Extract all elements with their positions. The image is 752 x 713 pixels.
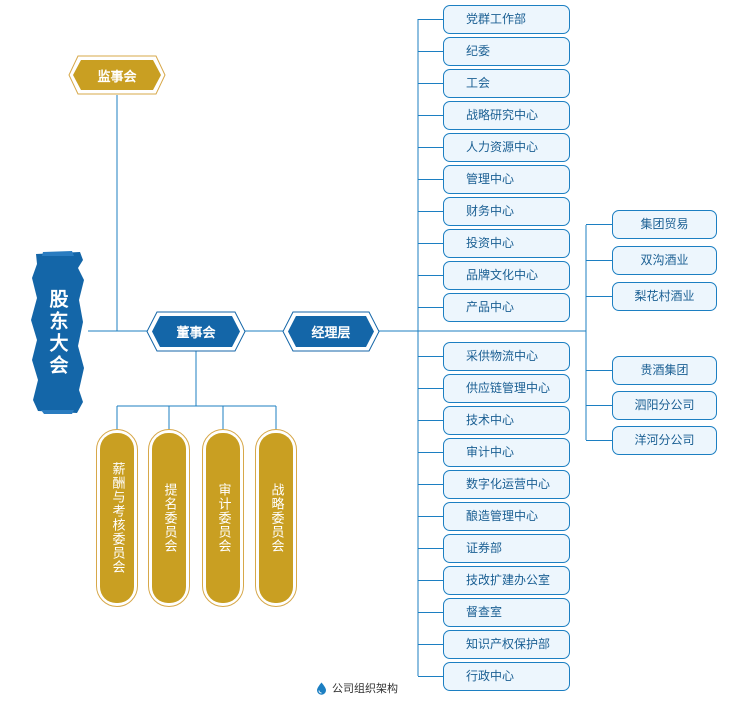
department-item: 审计中心 — [443, 438, 570, 467]
subsidiary-item: 双沟酒业 — [612, 246, 717, 275]
department-item: 采供物流中心 — [443, 342, 570, 371]
department-item: 数字化运营中心 — [443, 470, 570, 499]
department-item: 投资中心 — [443, 229, 570, 258]
caption-text: 公司组织架构 — [332, 682, 398, 695]
board-of-directors-label: 董事会 — [176, 326, 216, 341]
shareholders-meeting-label: 股东大会 — [46, 288, 69, 377]
supervisory-board-label: 监事会 — [97, 69, 137, 85]
department-item: 知识产权保护部 — [443, 630, 570, 659]
department-item: 纪委 — [443, 37, 570, 66]
management-label: 经理层 — [311, 326, 351, 341]
department-item: 技术中心 — [443, 406, 570, 435]
shareholders-meeting-node: 股东大会 — [28, 250, 88, 415]
supervisory-board-node: 监事会 — [68, 55, 166, 95]
subsidiary-item: 洋河分公司 — [612, 426, 717, 455]
department-item: 战略研究中心 — [443, 101, 570, 130]
water-drop-icon — [317, 682, 326, 695]
department-item: 党群工作部 — [443, 5, 570, 34]
department-item: 供应链管理中心 — [443, 374, 570, 403]
caption: 公司组织架构 — [316, 680, 398, 696]
committee-strategy: 战略委员会 — [255, 429, 297, 607]
board-of-directors-node: 董事会 — [146, 311, 246, 352]
brush-stroke-background — [31, 251, 84, 414]
committee-label: 提名委员会 — [161, 483, 177, 553]
department-item: 酿造管理中心 — [443, 502, 570, 531]
department-item: 证券部 — [443, 534, 570, 563]
committee-nomination: 提名委员会 — [148, 429, 190, 607]
committee-label: 战略委员会 — [268, 483, 284, 553]
department-item: 产品中心 — [443, 293, 570, 322]
department-item: 督查室 — [443, 598, 570, 627]
committee-compensation: 薪酬与考核委员会 — [96, 429, 138, 607]
subsidiary-item: 泗阳分公司 — [612, 391, 717, 420]
department-item: 行政中心 — [443, 662, 570, 691]
management-node: 经理层 — [282, 311, 380, 352]
department-item: 财务中心 — [443, 197, 570, 226]
committee-label: 薪酬与考核委员会 — [109, 462, 125, 574]
subsidiary-item: 集团贸易 — [612, 210, 717, 239]
department-item: 品牌文化中心 — [443, 261, 570, 290]
subsidiary-item: 梨花村酒业 — [612, 282, 717, 311]
committee-label: 审计委员会 — [215, 483, 231, 553]
department-item: 管理中心 — [443, 165, 570, 194]
department-item: 工会 — [443, 69, 570, 98]
committee-audit: 审计委员会 — [202, 429, 244, 607]
department-item: 人力资源中心 — [443, 133, 570, 162]
subsidiary-item: 贵酒集团 — [612, 356, 717, 385]
department-item: 技改扩建办公室 — [443, 566, 570, 595]
